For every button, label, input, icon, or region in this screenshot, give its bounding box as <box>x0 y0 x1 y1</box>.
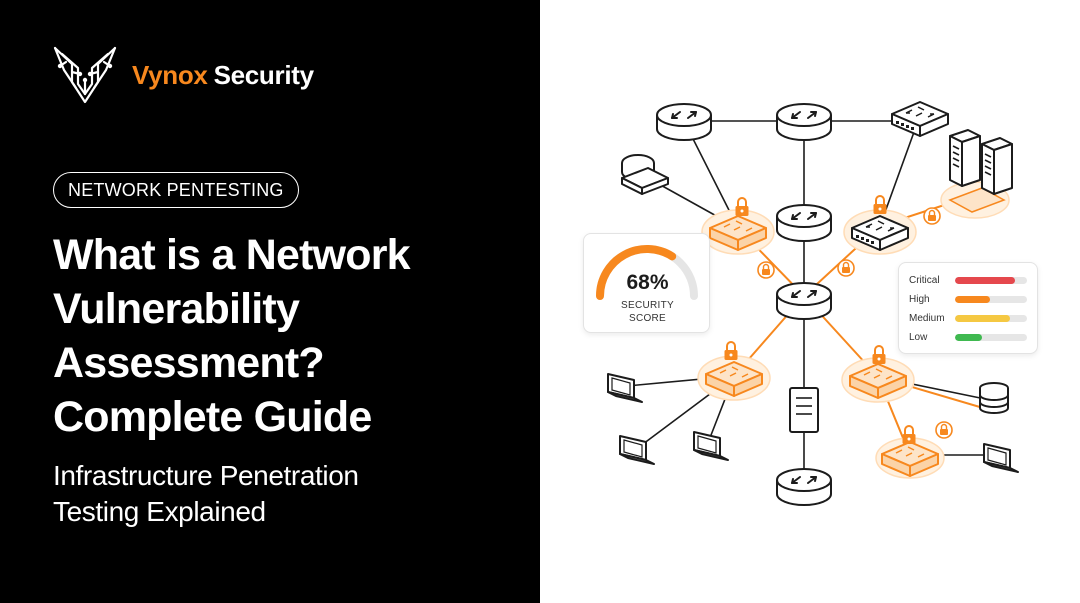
server-tower-icon <box>789 387 819 433</box>
severity-bar <box>955 314 1010 322</box>
router-icon <box>776 468 832 506</box>
title-line: Assessment? <box>53 339 325 387</box>
category-tag: NETWORK PENTESTING <box>53 172 299 208</box>
circuit-v-logo-icon <box>53 46 117 104</box>
lock-icon <box>901 425 917 445</box>
severity-legend-card: Critical High Medium Low <box>898 262 1038 354</box>
lock-icon <box>837 259 855 277</box>
router-icon <box>656 103 712 141</box>
score-value: 68% <box>626 271 669 294</box>
laptop-icon <box>607 373 643 403</box>
severity-track <box>955 314 1027 322</box>
severity-label: High <box>909 293 930 305</box>
storage-drive-icon <box>621 154 669 195</box>
severity-row-high: High <box>909 292 1031 306</box>
lock-icon <box>871 345 887 365</box>
severity-row-critical: Critical <box>909 273 1031 287</box>
lock-icon <box>935 421 953 439</box>
score-label-line: SECURITY <box>621 300 674 311</box>
severity-row-low: Low <box>909 330 1031 344</box>
subtitle-line: Infrastructure Penetration <box>53 460 359 491</box>
severity-label: Low <box>909 331 928 343</box>
security-score-card: 68% SECURITY SCORE <box>583 233 710 333</box>
page-title: What is a Network Vulnerability Assessme… <box>53 228 523 444</box>
laptop-icon <box>983 443 1019 473</box>
lock-icon <box>872 195 888 215</box>
network-diagram <box>607 101 1019 506</box>
lock-icon <box>723 341 739 361</box>
score-label: SECURITY SCORE <box>584 299 711 325</box>
score-label-line: SCORE <box>628 313 667 324</box>
router-icon <box>776 282 832 320</box>
brand-name-accent: Vynox <box>132 59 208 90</box>
severity-bar <box>955 276 1016 284</box>
laptop-icon <box>693 431 729 461</box>
router-icon <box>776 103 832 141</box>
page-subtitle: Infrastructure Penetration Testing Expla… <box>53 458 523 530</box>
switch-icon <box>891 101 949 137</box>
title-line: What is a Network <box>53 231 411 279</box>
severity-bar <box>955 295 990 303</box>
severity-row-medium: Medium <box>909 311 1031 325</box>
title-line: Complete Guide <box>53 393 372 441</box>
server-rack-icon <box>948 129 1013 213</box>
score-gauge <box>596 245 698 300</box>
subtitle-line: Testing Explained <box>53 496 266 527</box>
database-icon <box>979 382 1009 414</box>
severity-track <box>955 276 1027 284</box>
gauge-fill <box>596 245 677 300</box>
severity-track <box>955 295 1027 303</box>
severity-label: Critical <box>909 274 940 286</box>
lock-icon <box>734 197 750 217</box>
lock-icon <box>923 207 941 225</box>
severity-label: Medium <box>909 312 945 324</box>
router-icon <box>776 204 832 242</box>
title-line: Vulnerability <box>53 285 300 333</box>
lock-icon <box>757 261 775 279</box>
severity-bar <box>955 333 983 341</box>
severity-track <box>955 333 1027 341</box>
brand-name-rest: Security <box>213 59 315 90</box>
